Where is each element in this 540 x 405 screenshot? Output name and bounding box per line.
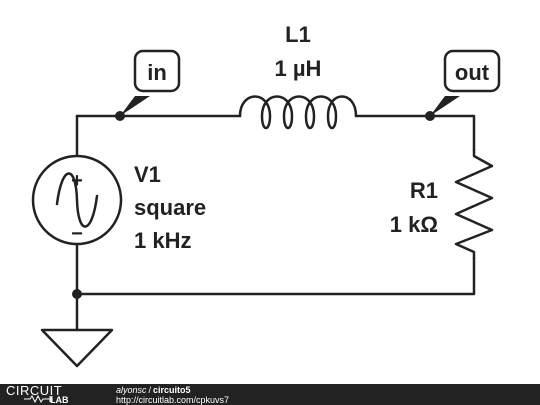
wire-top-right	[354, 114, 476, 152]
resistor-symbol	[454, 148, 494, 260]
logo-text-circuit: CIRCUIT	[6, 383, 63, 398]
source-frequency: 1 kHz	[134, 228, 191, 253]
source-plus-sign: +	[71, 170, 83, 192]
voltage-source-symbol: + −	[31, 154, 123, 246]
inductor-name: L1	[285, 22, 311, 47]
ground-icon	[40, 328, 114, 368]
inductor-symbol	[238, 95, 358, 130]
source-name: V1	[134, 162, 161, 187]
wire-right-lower	[75, 256, 476, 296]
node-label-out-text: out	[455, 60, 490, 85]
footer-meta: alyonsc/circuito5 http://circuitlab.com/…	[116, 385, 229, 405]
source-minus-sign: −	[71, 223, 83, 245]
footer-separator: /	[148, 385, 152, 395]
node-label-out: out	[430, 49, 501, 116]
node-label-in: in	[120, 49, 181, 116]
footer-author[interactable]: alyonsc	[116, 385, 147, 395]
source-type: square	[134, 195, 206, 220]
footer-bar: CIRCUIT LAB alyonsc/circuito5 http://cir…	[0, 383, 540, 405]
resistor-value: 1 kΩ	[390, 212, 438, 237]
circuitlab-logo[interactable]: CIRCUIT LAB	[6, 383, 86, 405]
logo-resistor-icon	[24, 394, 53, 404]
sine-wave-icon	[55, 172, 99, 228]
inductor-value: 1 µH	[275, 56, 322, 81]
resistor-name: R1	[410, 178, 438, 203]
footer-url[interactable]: http://circuitlab.com/cpkuvs7	[116, 395, 230, 405]
junction-dot-ground	[72, 289, 82, 299]
node-label-in-text: in	[147, 60, 167, 85]
footer-title[interactable]: circuito5	[153, 385, 191, 395]
schematic: + − in out L1 1 µH V1 square 1 kHz R1 1 …	[31, 22, 501, 368]
logo-text-lab: LAB	[50, 395, 69, 405]
